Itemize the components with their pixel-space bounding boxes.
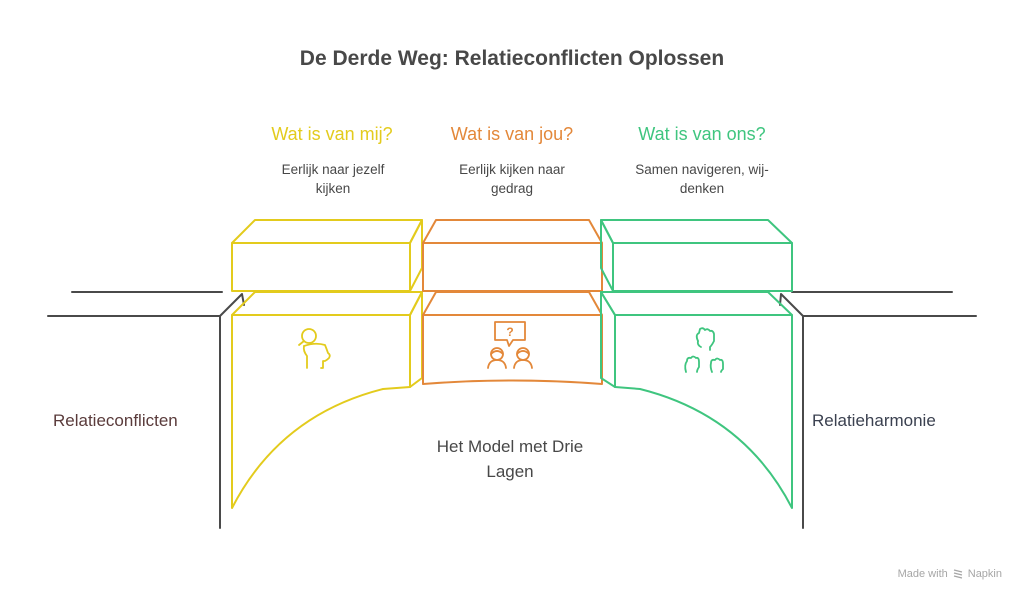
left-label: Relatieconflicten (53, 411, 178, 430)
description-mine-line1: Eerlijk naar jezelf (281, 162, 385, 177)
center-label-line1: Het Model met Drie (436, 437, 584, 456)
right-cliff (779, 291, 977, 529)
description-ours-line1: Samen navigeren, wij- (635, 162, 769, 177)
person-reflection-icon (298, 328, 331, 369)
description-mine: Eerlijk naar jezelf kijken (243, 160, 423, 198)
block-mine-arch (231, 291, 423, 509)
right-label: Relatieharmonie (812, 411, 936, 430)
raised-fists-icon (684, 327, 724, 373)
footer-brand: Napkin (967, 568, 1002, 580)
description-yours-line1: Eerlijk kijken naar (459, 162, 565, 177)
heading-yours: Wat is van jou? (450, 124, 574, 144)
center-label: Het Model met Drie Lagen (400, 434, 620, 484)
right-cliff-bevel (779, 293, 804, 317)
center-label-line2: Lagen (486, 462, 534, 481)
left-cliff (47, 291, 245, 529)
block-yours-top (422, 219, 603, 292)
conversation-question-icon: ? (487, 321, 533, 369)
block-yours-arch (422, 291, 603, 385)
block-mine-top (231, 219, 423, 292)
heading-ours: Wat is van ons? (638, 124, 766, 144)
svg-text:?: ? (506, 325, 513, 339)
description-yours-line2: gedrag (490, 181, 534, 196)
diagram-title: De Derde Weg: Relatieconflicten Oplossen (299, 47, 725, 70)
block-ours-top (600, 219, 793, 292)
description-yours: Eerlijk kijken naar gedrag (422, 160, 602, 198)
description-ours: Samen navigeren, wij- denken (612, 160, 792, 198)
footer-prefix: Made with (897, 568, 948, 580)
left-cliff-bevel (219, 293, 245, 317)
heading-mine: Wat is van mij? (271, 124, 393, 144)
footer-attribution: Made with Napkin (898, 568, 1002, 580)
description-ours-line2: denken (679, 181, 725, 196)
block-ours-arch (600, 291, 793, 509)
napkin-logo-icon (953, 569, 962, 579)
description-mine-line2: kijken (315, 181, 351, 196)
